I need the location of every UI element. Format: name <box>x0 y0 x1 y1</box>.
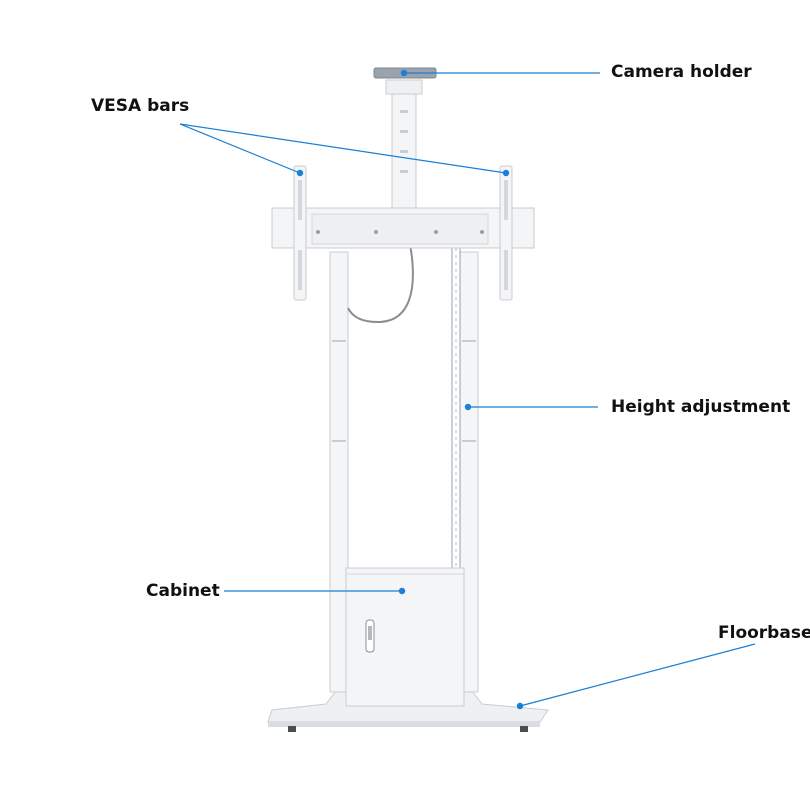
callout-line-floorbase <box>519 643 756 707</box>
label-height-adjustment: Height adjustment <box>611 397 791 417</box>
cable <box>347 243 414 324</box>
camera-holder-post <box>385 79 423 209</box>
foot-left <box>288 726 296 732</box>
callout-dot-vesa-right <box>502 169 510 177</box>
mounting-crossbar <box>271 207 535 249</box>
label-cabinet: Cabinet <box>146 581 220 601</box>
label-camera-holder: Camera holder <box>611 62 752 82</box>
callout-line-vesa-right <box>179 123 507 174</box>
callout-line-vesa-left <box>179 123 301 174</box>
left-column <box>329 251 349 693</box>
callout-dot-vesa-left <box>296 169 304 177</box>
label-floorbase: Floorbase <box>718 623 810 643</box>
label-vesa-bars: VESA bars <box>91 96 190 116</box>
callout-lines <box>179 72 756 707</box>
vesa-bar-right <box>499 165 513 301</box>
foot-right <box>520 726 528 732</box>
callout-dot-camera-holder <box>400 69 408 77</box>
callout-dots <box>296 69 524 710</box>
vesa-bar-left <box>293 165 307 301</box>
callout-dot-cabinet <box>398 587 406 595</box>
callout-dot-floorbase <box>516 702 524 710</box>
callout-dot-height-adjustment <box>464 403 472 411</box>
cabinet-box <box>345 567 465 707</box>
